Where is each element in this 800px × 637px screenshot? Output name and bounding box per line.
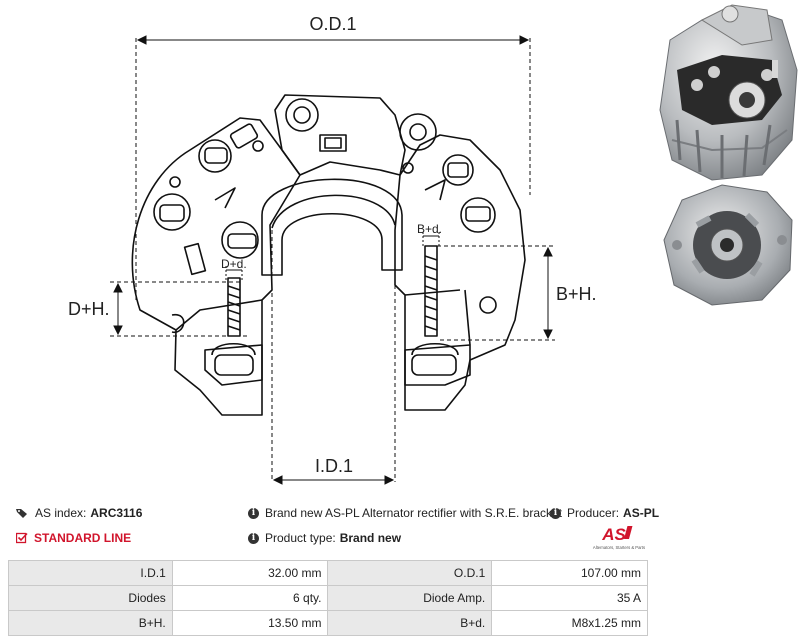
spec-label: I.D.1	[8, 560, 173, 586]
producer-value: AS-PL	[623, 506, 660, 520]
rectifier-technical-drawing: O.D.1 I.D.1 D+H. B+H. D+d. B+d.	[68, 14, 597, 485]
producer-label: Producer:	[567, 506, 620, 520]
spec-label: Diodes	[8, 585, 173, 611]
dd-dimension-label: D+d.	[221, 257, 247, 271]
spec-value: M8x1.25 mm	[491, 610, 648, 636]
standard-line: STANDARD LINE	[16, 531, 131, 545]
product-type-label: Product type:	[265, 531, 336, 545]
as-index: AS index: ARC3116	[16, 506, 142, 520]
spec-label: O.D.1	[327, 560, 493, 586]
od-dimension-label: O.D.1	[309, 14, 356, 34]
info-icon: i	[550, 507, 561, 519]
spec-value: 107.00 mm	[491, 560, 648, 586]
as-logo: AS Alternators, Starters & Parts	[593, 525, 645, 550]
spec-label: B+H.	[8, 610, 173, 636]
spec-label: Diode Amp.	[327, 585, 493, 611]
as-index-label: AS index:	[35, 506, 87, 520]
spec-label: B+d.	[327, 610, 493, 636]
product-info: AS index: ARC3116 STANDARD LINE i Brand …	[0, 500, 800, 560]
bd-dimension-label: B+d.	[417, 222, 442, 236]
spec-value: 35 A	[491, 585, 648, 611]
description: i Brand new AS-PL Alternator rectifier w…	[248, 506, 562, 520]
spec-value: 13.50 mm	[171, 610, 329, 636]
id-dimension-label: I.D.1	[315, 456, 353, 476]
info-icon: i	[248, 532, 259, 544]
bh-dimension-label: B+H.	[556, 284, 597, 304]
dh-dimension-label: D+H.	[68, 299, 110, 319]
checkbox-icon	[16, 532, 28, 544]
spec-value: 6 qty.	[171, 585, 329, 611]
standard-line-label: STANDARD LINE	[34, 531, 132, 545]
as-index-value: ARC3116	[90, 506, 143, 520]
table-row: Diodes 6 qty. Diode Amp. 35 A	[8, 585, 648, 611]
specs-table: I.D.1 32.00 mm O.D.1 107.00 mm Diodes 6 …	[8, 560, 648, 636]
svg-text:AS: AS	[601, 525, 626, 544]
description-text: Brand new AS-PL Alternator rectifier wit…	[265, 506, 563, 520]
tag-icon	[16, 508, 27, 518]
product-type: i Product type: Brand new	[248, 531, 401, 545]
svg-text:Alternators, Starters & Parts: Alternators, Starters & Parts	[593, 545, 645, 550]
table-row: I.D.1 32.00 mm O.D.1 107.00 mm	[8, 560, 648, 586]
producer: i Producer: AS-PL	[550, 506, 659, 520]
product-type-value: Brand new	[339, 531, 402, 545]
spec-value: 32.00 mm	[171, 560, 329, 586]
info-icon: i	[248, 507, 259, 519]
table-row: B+H. 13.50 mm B+d. M8x1.25 mm	[8, 610, 648, 636]
product-photo	[659, 4, 798, 306]
